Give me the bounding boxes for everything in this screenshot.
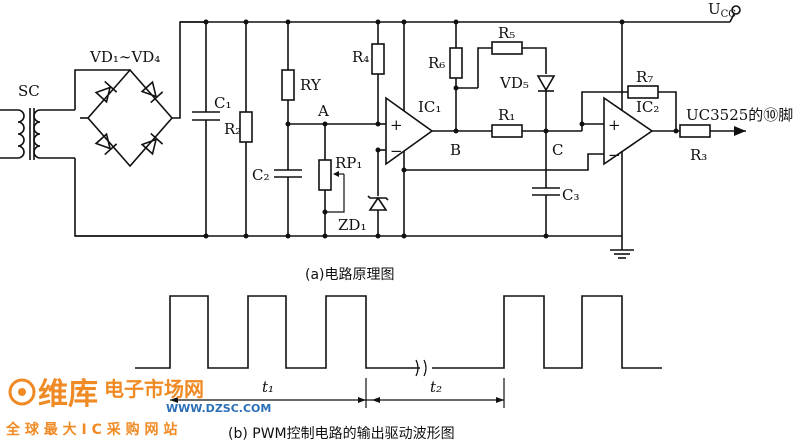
- label-r1: R₁: [498, 106, 515, 124]
- label-node-a: A: [317, 102, 329, 120]
- opamp-ic2: [404, 22, 654, 236]
- label-zd1: ZD₁: [338, 216, 366, 234]
- label-sc: SC: [18, 82, 40, 100]
- watermark-url: WWW.DZSC.COM: [166, 402, 271, 415]
- diode-vd5: [536, 75, 556, 131]
- resistor-r2: [239, 22, 253, 236]
- label-t1: t₁: [262, 378, 274, 396]
- label-c2: C₂: [252, 166, 270, 184]
- label-r2: R₂: [224, 120, 241, 138]
- label-c1: C₁: [214, 94, 232, 112]
- resistor-r6: [449, 22, 463, 131]
- label-vd5: VD₅: [499, 74, 529, 92]
- capacitor-c3: [532, 131, 560, 236]
- ic2-minus: −: [608, 146, 621, 164]
- label-node-c: C: [552, 141, 563, 159]
- label-ry: RY: [300, 76, 322, 94]
- label-c3: C₃: [562, 186, 580, 204]
- watermark-slogan: 全 球 最 大 I C 采 购 网 站: [5, 421, 177, 438]
- label-r4: R₄: [352, 48, 369, 66]
- resistor-r1: [456, 124, 582, 138]
- watermark: 维库 电子市场网 WWW.DZSC.COM 全 球 最 大 I C 采 购 网 …: [5, 377, 271, 438]
- label-ucc: UCC: [708, 0, 736, 20]
- caption-circuit: (a)电路原理图: [305, 267, 395, 283]
- ic1-minus: −: [390, 142, 403, 160]
- ucc-terminal: [731, 5, 741, 15]
- label-ic1: IC₁: [418, 98, 441, 116]
- label-node-b: B: [450, 141, 461, 159]
- label-output: UC3525的⑩脚: [686, 106, 793, 124]
- transformer-sc: [0, 108, 75, 160]
- resistor-ry: [281, 22, 295, 170]
- label-r7: R₇: [636, 68, 653, 86]
- opamp-ic1: [378, 22, 456, 236]
- pwm-waveform: [135, 295, 662, 408]
- watermark-subtitle: 电子市场网: [104, 377, 204, 401]
- ground-symbol: [610, 236, 634, 259]
- label-ic2: IC₂: [636, 98, 659, 116]
- label-rp1: RP₁: [335, 154, 362, 172]
- resistor-r5: [456, 41, 547, 89]
- label-r3: R₃: [690, 146, 707, 164]
- zener-zd1: [367, 150, 389, 236]
- resistor-r4: [371, 22, 385, 124]
- resistor-r3: [652, 124, 746, 138]
- label-r5: R₅: [498, 24, 515, 42]
- ic1-plus: +: [390, 116, 403, 134]
- label-t2: t₂: [430, 378, 442, 396]
- label-r6: R₆: [428, 54, 445, 72]
- capacitor-c2: [274, 169, 302, 236]
- watermark-brand: 维库: [38, 377, 98, 412]
- caption-waveform: (b) PWM控制电路的输出驱动波形图: [228, 426, 455, 442]
- ic2-plus: +: [608, 116, 621, 134]
- resistor-r7: [581, 85, 677, 131]
- capacitor-c1: [192, 22, 220, 236]
- label-vd-range: VD₁∼VD₄: [89, 48, 160, 66]
- watermark-logo-icon: [8, 378, 36, 406]
